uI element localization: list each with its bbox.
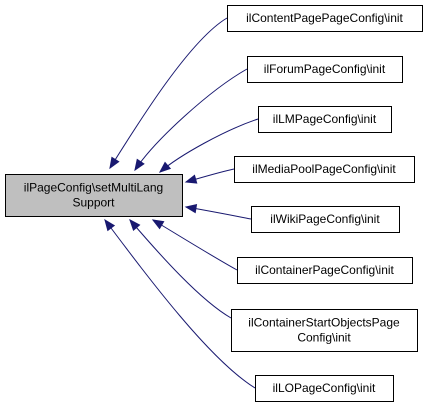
node-label: ilForumPageConfig\init bbox=[264, 62, 386, 76]
node-box bbox=[227, 5, 423, 32]
call-edge bbox=[134, 68, 248, 172]
caller-node[interactable]: ilLOPageConfig\init bbox=[255, 375, 394, 402]
node-box bbox=[234, 156, 415, 183]
call-edge bbox=[184, 203, 252, 220]
call-edge bbox=[104, 218, 256, 389]
edge-line bbox=[109, 17, 228, 169]
node-label: ilWikiPageConfig\init bbox=[270, 212, 380, 226]
edge-arrowhead bbox=[134, 158, 145, 172]
node-box bbox=[247, 56, 403, 83]
node-label: Support bbox=[72, 196, 115, 210]
call-edge bbox=[151, 219, 238, 271]
caller-node[interactable]: ilForumPageConfig\init bbox=[247, 56, 403, 83]
edge-line bbox=[104, 219, 256, 389]
node-label: ilLOPageConfig\init bbox=[273, 381, 376, 395]
node-box bbox=[255, 375, 394, 402]
caller-node[interactable]: ilContainerPageConfig\init bbox=[237, 257, 413, 284]
node-box bbox=[237, 257, 413, 284]
node-box bbox=[258, 106, 392, 133]
node-label: ilMediaPoolPageConfig\init bbox=[252, 162, 396, 176]
edge-arrowhead bbox=[109, 156, 120, 170]
edge-arrowhead bbox=[184, 174, 198, 184]
node-box bbox=[231, 309, 418, 352]
node-label: ilContainerStartObjectsPage bbox=[248, 316, 400, 330]
node-label: ilLMPageConfig\init bbox=[273, 112, 377, 126]
edges-layer bbox=[104, 17, 259, 389]
caller-node[interactable]: ilWikiPageConfig\init bbox=[251, 206, 400, 233]
edge-arrowhead bbox=[104, 218, 116, 232]
edge-line bbox=[152, 219, 238, 271]
edge-arrowhead bbox=[151, 219, 165, 230]
node-label: ilContainerPageConfig\init bbox=[255, 263, 394, 277]
caller-node[interactable]: ilMediaPoolPageConfig\init bbox=[234, 156, 415, 183]
call-edge bbox=[184, 168, 235, 184]
edge-line bbox=[134, 68, 248, 171]
node-box bbox=[251, 206, 400, 233]
caller-node[interactable]: ilContentPagePageConfig\init bbox=[227, 5, 423, 32]
node-box bbox=[5, 174, 183, 217]
call-edge bbox=[158, 118, 259, 173]
edge-arrowhead bbox=[129, 218, 141, 232]
call-edge bbox=[109, 17, 228, 170]
caller-node[interactable]: ilLMPageConfig\init bbox=[258, 106, 392, 133]
edge-arrowhead bbox=[184, 203, 198, 214]
call-edge bbox=[129, 218, 232, 319]
node-label: Config\init bbox=[297, 331, 351, 345]
edge-arrowhead bbox=[158, 161, 172, 173]
node-label: ilPageConfig\setMultiLang bbox=[24, 181, 163, 195]
edge-line bbox=[129, 219, 232, 319]
node-label: ilContentPagePageConfig\init bbox=[246, 11, 403, 25]
